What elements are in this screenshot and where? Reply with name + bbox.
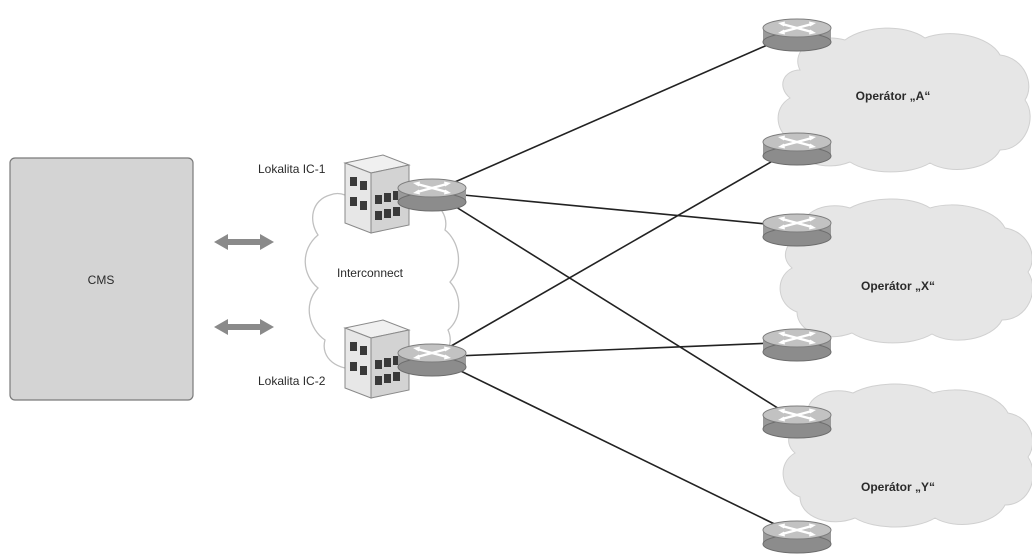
link-ic2-operator-y-2 bbox=[431, 356, 798, 536]
link-ic1-operator-y-1 bbox=[431, 191, 798, 421]
cms-link-arrow-bottom bbox=[214, 319, 274, 335]
operator-y-router-1-icon bbox=[761, 404, 833, 440]
ic2-router-icon bbox=[396, 342, 468, 378]
operator-y-label: Operátor „Y“ bbox=[861, 480, 935, 494]
link-ic1-operator-a-1 bbox=[431, 31, 798, 193]
operator-x-cloud bbox=[779, 198, 1032, 344]
ic1-router-icon bbox=[396, 177, 468, 213]
operator-y-router-2-icon bbox=[761, 519, 833, 555]
operator-a-router-2-icon bbox=[761, 131, 833, 167]
cms-link-arrow-top bbox=[214, 234, 274, 250]
ic2-site-label: Lokalita IC-2 bbox=[258, 374, 326, 388]
operator-x-label: Operátor „X“ bbox=[861, 279, 935, 293]
cms-box bbox=[9, 157, 194, 401]
operator-x-router-1-icon bbox=[761, 212, 833, 248]
ic1-site-label: Lokalita IC-1 bbox=[258, 162, 326, 176]
link-ic2-operator-a-2 bbox=[431, 146, 798, 358]
operator-a-router-1-icon bbox=[761, 17, 833, 53]
operator-x-router-2-icon bbox=[761, 327, 833, 363]
interconnect-label: Interconnect bbox=[337, 266, 404, 280]
link-ic2-operator-x-2 bbox=[431, 341, 798, 358]
link-ic1-operator-x-1 bbox=[431, 191, 798, 228]
connection-lines bbox=[431, 31, 798, 536]
operator-y-cloud bbox=[782, 383, 1032, 528]
cms-label: CMS bbox=[88, 273, 115, 287]
operator-a-label: Operátor „A“ bbox=[856, 89, 931, 103]
